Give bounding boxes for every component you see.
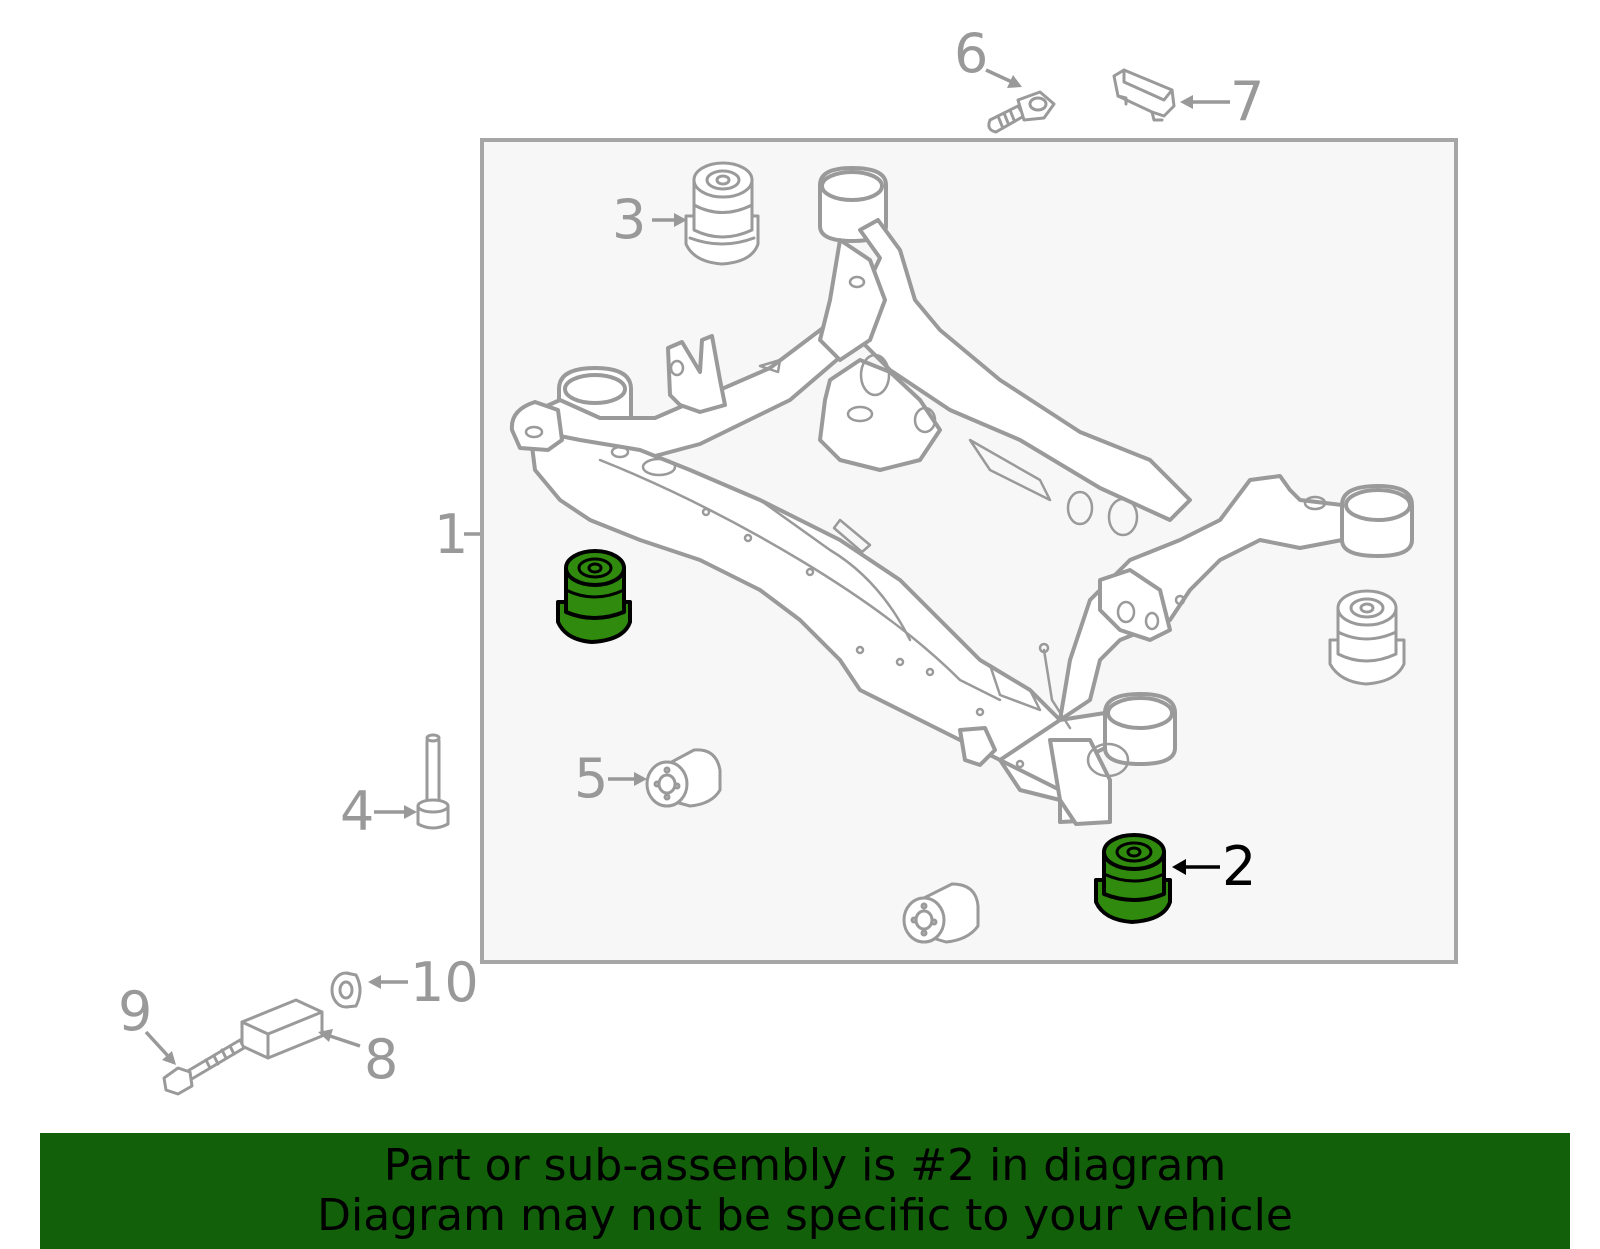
bolt-part-4 [416,733,450,830]
callout-label-7: 7 [1230,70,1264,133]
callout-label-1: 1 [434,503,468,566]
callout-arrow-10 [368,975,408,989]
callout-label-9: 9 [118,980,152,1043]
callout-label-10: 10 [410,951,479,1014]
callout-arrow-6 [985,68,1022,88]
bolt-part-6 [987,90,1056,134]
bushing-part-2-highlighted-left[interactable] [556,549,632,644]
bushing-small-bottom [902,882,980,944]
banner-line-part: Part or sub-assembly is #2 in diagram [383,1140,1227,1191]
callout-arrow-9 [144,1030,176,1065]
subframe-crossmember [509,166,1414,826]
callout-label-3: 3 [612,188,646,251]
nut-part-10 [330,971,362,1009]
callout-label-2: 2 [1222,835,1256,898]
callout-label-5: 5 [574,747,608,810]
callout-label-4: 4 [340,780,374,843]
assembly-panel [480,138,1458,964]
callout-arrow-8 [318,1029,361,1048]
bolt-part-9 [162,1038,246,1096]
bracket-part-7 [1112,68,1176,122]
banner-line-disclaimer: Diagram may not be specific to your vehi… [317,1190,1293,1241]
callout-arrow-7 [1180,95,1230,109]
callout-arrow-5 [608,772,647,786]
callout-label-8: 8 [364,1028,398,1091]
bushing-part-2-highlighted-right[interactable] [1094,833,1172,924]
callout-label-6: 6 [954,22,988,85]
callout-arrow-4 [374,805,417,819]
bushing-part-5 [645,748,722,808]
bushing-right-side [1328,589,1406,686]
callout-arrow-2 [1172,859,1220,875]
block-part-8 [240,998,324,1060]
bushing-part-3 [684,161,760,266]
callout-arrow-3 [652,213,687,227]
info-banner: Part or sub-assembly is #2 in diagram Di… [40,1133,1570,1249]
